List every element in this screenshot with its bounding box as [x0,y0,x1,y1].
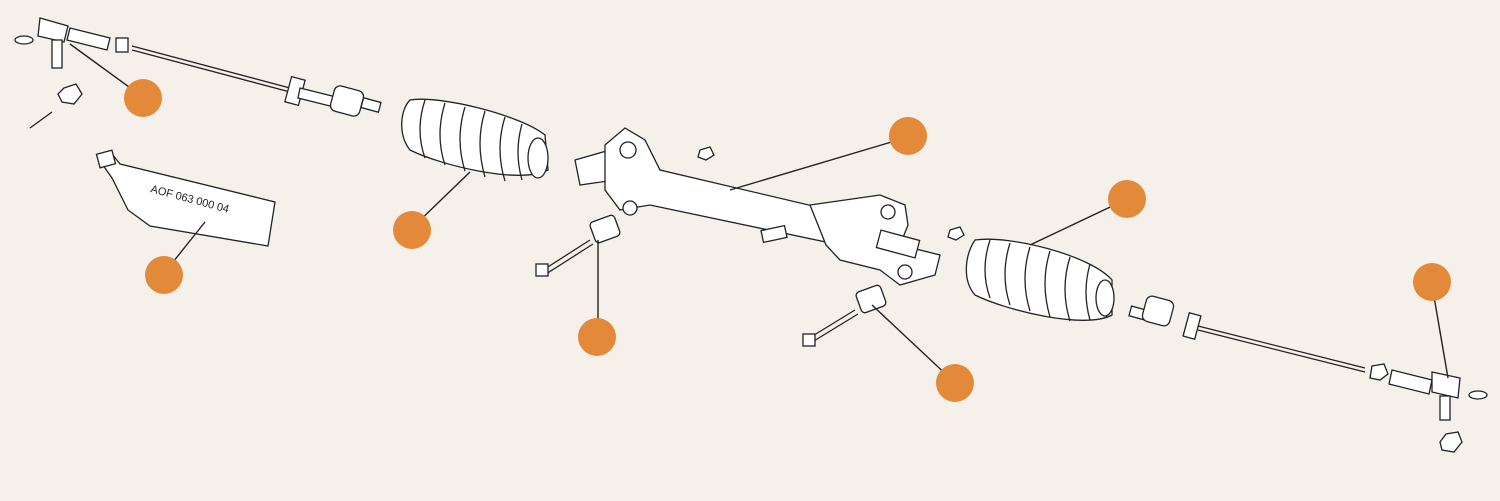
hotspot-tie-rod-right[interactable] [1413,263,1451,301]
grease-tube: AOF 063 000 04 [95,149,276,247]
steering-rack [574,127,965,286]
tie-rod-right [1128,295,1488,453]
tie-rod-left [14,17,382,129]
hotspot-boot-right[interactable] [1108,180,1146,218]
bushing-right [802,284,887,347]
boot-left [401,98,549,182]
hotspot-steering-rack[interactable] [889,117,927,155]
boot-right [965,238,1115,322]
bushing-left [535,214,621,277]
hotspot-bushing-left[interactable] [578,318,616,356]
hotspot-grease-tube[interactable] [145,256,183,294]
hotspot-bushing-right[interactable] [936,364,974,402]
hotspot-tie-rod-left[interactable] [124,79,162,117]
hotspot-boot-left[interactable] [393,211,431,249]
